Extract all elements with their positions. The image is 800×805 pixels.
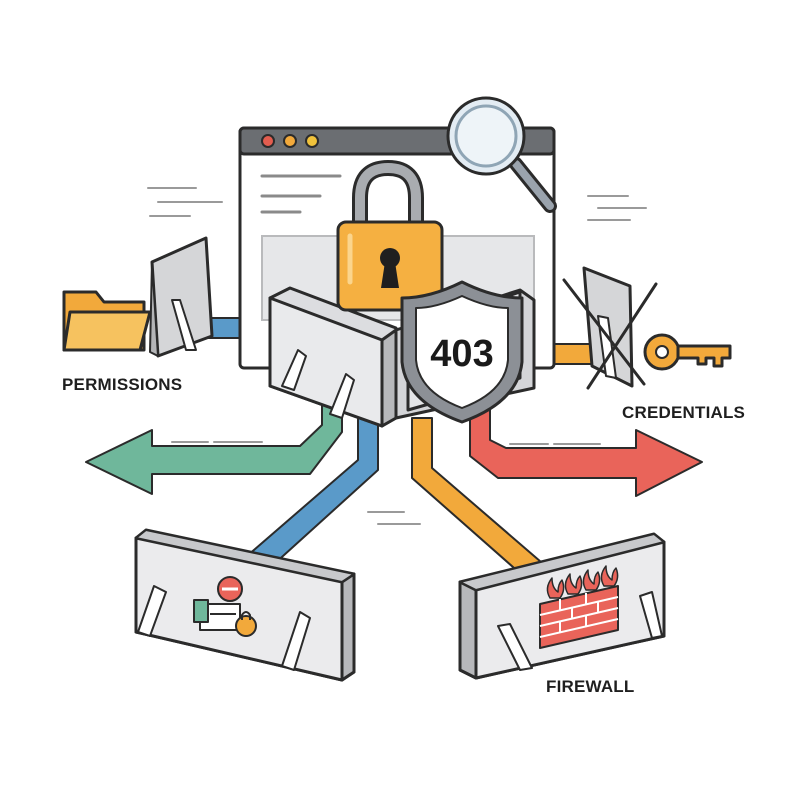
- folder-icon: [62, 290, 152, 352]
- shield-icon: 403: [400, 280, 524, 424]
- bottom-left-barrier: [134, 528, 356, 682]
- key-icon: [643, 333, 732, 371]
- access-panel-icon: [193, 576, 257, 637]
- flow-paths: [85, 187, 703, 583]
- padlock-icon: [336, 159, 444, 312]
- blue-flow-path: [239, 409, 379, 576]
- cross-line-a: [562, 278, 646, 386]
- fire-icon: [546, 565, 619, 599]
- brick-wall-icon: [539, 585, 619, 649]
- motion-lines: [147, 187, 647, 525]
- permissions-label: PERMISSIONS: [62, 375, 182, 394]
- status-code: 403: [430, 333, 493, 375]
- window-dot-orange: [283, 134, 297, 148]
- window-dot-yellow: [305, 134, 319, 148]
- red-arrow: [469, 403, 703, 497]
- credentials-label: CREDENTIALS: [622, 403, 745, 422]
- right-barrier-crossed: [562, 266, 658, 390]
- magnifier-icon: [446, 96, 557, 213]
- left-barrier: [149, 236, 214, 358]
- bottom-right-barrier: [458, 532, 666, 680]
- small-lock-icon: [235, 615, 257, 637]
- cross-line-b: [586, 282, 658, 390]
- browser-content-lines: [260, 174, 342, 214]
- firewall-label: FIREWALL: [546, 677, 634, 696]
- window-dot-red: [261, 134, 275, 148]
